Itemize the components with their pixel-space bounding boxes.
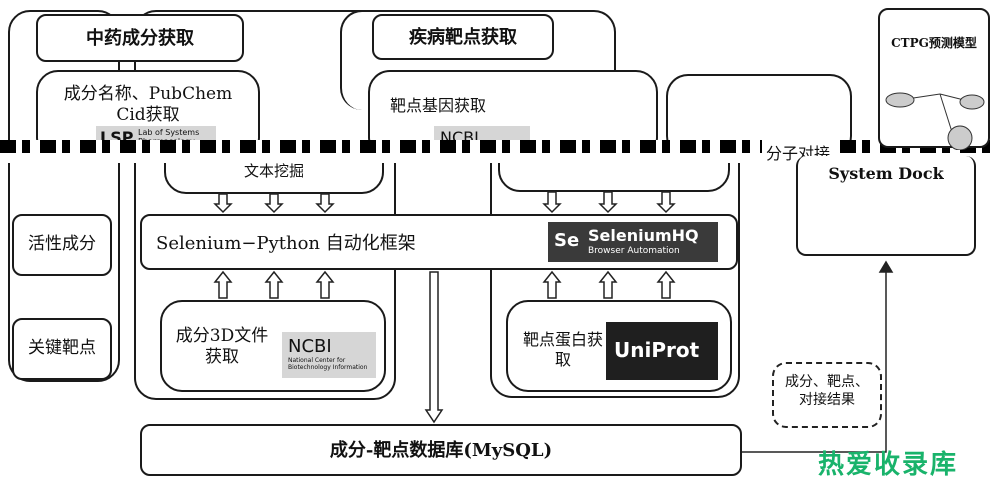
seleniumhq-logo: Se SeleniumHQ Browser Automation xyxy=(548,222,718,262)
system-dock-label: System Dock xyxy=(828,164,944,183)
active-ingredient-box: 活性成分 xyxy=(12,214,112,276)
ncbi-logo-left: NCBI National Center for Biotechnology I… xyxy=(282,332,376,378)
herb-ingredient-title-box: 中药成分获取 xyxy=(36,14,244,62)
database-box: 成分-靶点数据库(MySQL) xyxy=(140,424,742,476)
database-label: 成分-靶点数据库(MySQL) xyxy=(329,440,553,461)
sdf-download-box: 成分3D文件获取 NCBI National Center for Biotec… xyxy=(160,300,386,392)
key-target-label: 关键靶点 xyxy=(28,338,96,358)
disease-target-title: 疾病靶点获取 xyxy=(409,27,517,48)
target-gene-label: 靶点基因获取 xyxy=(390,96,487,115)
system-dock-box: System Dock xyxy=(796,156,976,256)
active-ingredient-label: 活性成分 xyxy=(28,234,96,254)
selenium-framework-label: Selenium−Python 自动化框架 xyxy=(156,233,416,254)
result-label: 成分、靶点、对接结果 xyxy=(785,374,869,408)
target-protein-box: 靶点蛋白获取 UniProt xyxy=(506,300,732,392)
herb-ingredient-title: 中药成分获取 xyxy=(86,28,194,49)
selenium-framework-box: Selenium−Python 自动化框架 Se SeleniumHQ Brow… xyxy=(140,214,738,270)
ctpg-model-title: CTPG预测模型 xyxy=(891,36,977,50)
uniprot-logo: UniProt xyxy=(606,322,718,380)
result-box: 成分、靶点、对接结果 xyxy=(772,362,882,428)
disease-target-title-box: 疾病靶点获取 xyxy=(372,14,554,60)
compound-source-label: 成分名称、PubChem Cid获取 xyxy=(63,84,233,126)
scan-band xyxy=(0,153,1000,163)
ctpg-network-icon xyxy=(885,92,985,150)
key-target-box: 关键靶点 xyxy=(12,318,112,380)
ctpg-model-box: CTPG预测模型 xyxy=(878,8,990,150)
watermark: 热爱收录库 xyxy=(818,450,959,480)
target-protein-label: 靶点蛋白获取 xyxy=(522,330,603,369)
sdf-download-label: 成分3D文件获取 xyxy=(175,326,269,368)
text-mining-label: 文本挖掘 xyxy=(243,162,304,180)
